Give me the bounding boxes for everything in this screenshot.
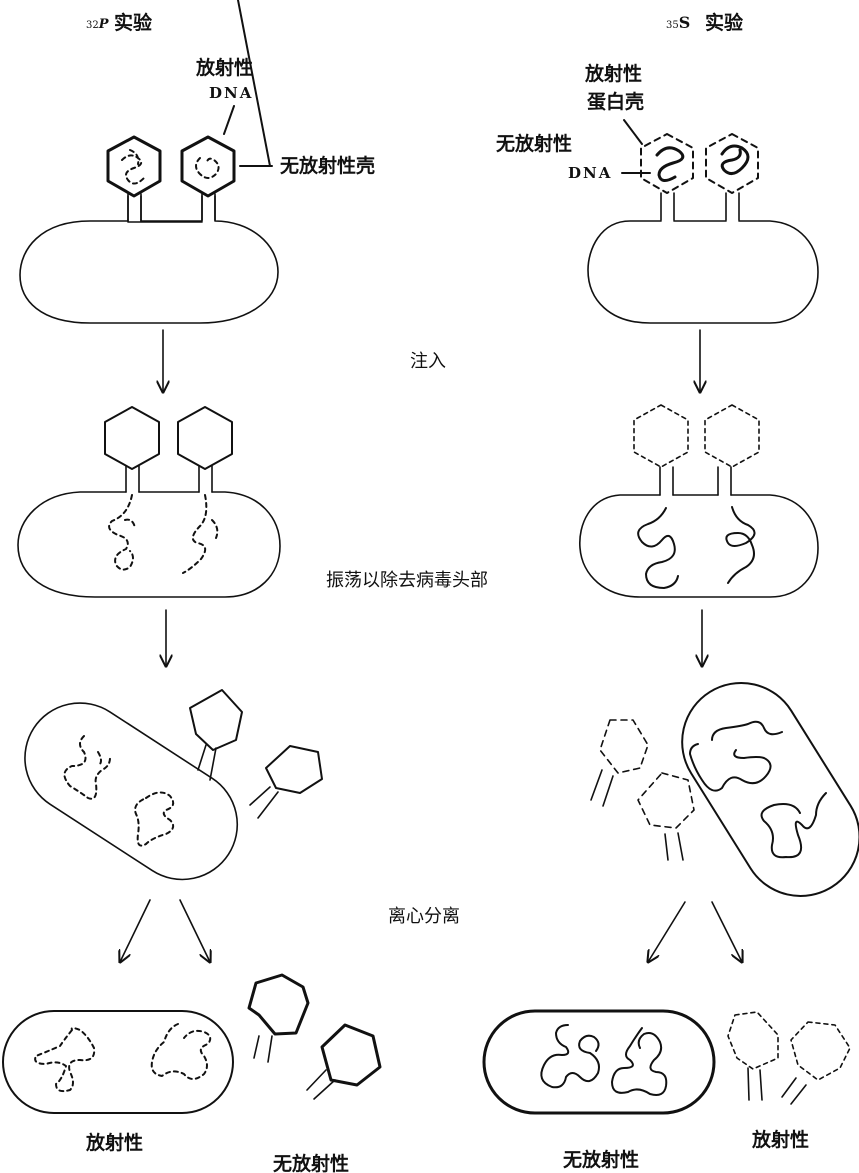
radioactive-dna-in-cell — [34, 1027, 96, 1093]
result-left-phages-label: 无放射性 — [273, 1152, 349, 1173]
phage-head — [106, 135, 162, 198]
arrow-left-cells — [120, 899, 151, 962]
result-right-phages-label: 放射性 — [751, 1128, 809, 1151]
phage-tail — [127, 193, 142, 221]
result-right-cells-label: 无放射性 — [563, 1148, 639, 1171]
phage-radioactive-dna-2 — [180, 135, 236, 221]
bacterium-cell — [17, 491, 281, 598]
injected-dna — [637, 507, 679, 589]
leader-line-shell — [237, 0, 271, 167]
phage-tail — [725, 192, 740, 221]
right-experiment-title: 35S 实验 — [666, 11, 744, 34]
phage-radioactive-protein-2 — [705, 133, 759, 221]
right-title-isotope: 35 — [666, 20, 679, 31]
tilted-bacterium-cell — [24, 702, 239, 881]
left-step1-attached-phages: 放射性 DNA 无放射性壳 — [19, 0, 375, 324]
label-nonradioactive-dna-line1: 无放射性 — [496, 132, 572, 155]
phage-tail — [201, 193, 216, 221]
tilted-bacterium-cell — [681, 681, 859, 897]
right-title-element: S — [679, 13, 691, 32]
empty-phage-head-dashed — [704, 404, 760, 468]
step-label-centrifuge: 离心分离 — [388, 906, 460, 927]
empty-phage-head — [104, 406, 160, 470]
injected-dna — [725, 506, 756, 584]
label-nonradioactive-shell: 无放射性壳 — [280, 154, 375, 177]
right-step2-injection — [579, 404, 819, 598]
supernatant-phage-tail — [306, 1069, 336, 1100]
empty-phage-head — [177, 406, 233, 470]
right-step1-attached-phages: 放射性 蛋白壳 无放射性 DNA — [496, 62, 819, 324]
detached-radioactive-shell — [599, 719, 649, 774]
pellet-bacterium-cell — [482, 1009, 716, 1115]
label-radioactive-protein-line2: 蛋白壳 — [587, 90, 644, 113]
left-step3-shaken — [24, 689, 323, 881]
tail-join — [128, 220, 215, 222]
left-experiment-title: 32P 实验 — [86, 11, 153, 34]
dna-in-cell — [760, 792, 827, 859]
phage-head — [180, 135, 236, 198]
empty-phage-head-dashed — [633, 404, 689, 468]
leader-line-protein — [623, 119, 643, 145]
arrow-right-phages — [711, 901, 742, 962]
svg-text:35S: 35S — [666, 13, 690, 32]
phage-tails — [659, 466, 732, 496]
dna-in-cell — [689, 720, 783, 792]
phage-tail — [660, 192, 675, 221]
arrow-left-phages — [179, 899, 210, 962]
radioactive-dna-strand — [195, 157, 220, 179]
supernatant-phage-tail — [253, 1035, 273, 1063]
pellet-bacterium-cell — [2, 1010, 234, 1114]
label-radioactive-dna-line1: 放射性 — [195, 56, 253, 79]
phage-radioactive-dna-1 — [106, 135, 162, 221]
arrow-right-cells — [648, 901, 686, 962]
dna-in-cell — [540, 1024, 600, 1089]
nonradioactive-dna-strand — [655, 146, 685, 182]
label-nonradioactive-dna-line2: DNA — [568, 164, 612, 182]
detached-phage-tail — [197, 744, 217, 781]
detached-empty-phage-head — [189, 689, 243, 751]
phage-head-dashed — [705, 133, 759, 194]
bacterium-cell — [587, 220, 819, 324]
supernatant-phage-head — [320, 1023, 382, 1087]
left-title-isotope: 32 — [86, 20, 99, 31]
detached-phage-tail — [664, 832, 684, 861]
right-step3-shaken — [590, 681, 859, 897]
left-result: 放射性 无放射性 — [2, 973, 382, 1173]
detached-phage-tail — [590, 769, 614, 807]
result-left-cells-label: 放射性 — [85, 1131, 143, 1154]
radioactive-dna-strand — [121, 149, 145, 185]
radioactive-shell-in-supernatant — [727, 1011, 779, 1070]
step-label-shake: 振荡以除去病毒头部 — [326, 570, 488, 591]
phage-tails — [125, 465, 213, 493]
svg-text:32P: 32P — [86, 17, 110, 32]
bacterium-cell — [579, 494, 819, 598]
phage-head-dashed — [640, 133, 694, 194]
right-result: 无放射性 放射性 — [482, 1009, 851, 1171]
right-title-text: 实验 — [705, 11, 744, 34]
radioactive-dna-in-cell — [150, 1023, 212, 1080]
left-title-element: P — [98, 17, 110, 32]
nonradioactive-dna-strand — [720, 144, 750, 175]
detached-radioactive-shell — [637, 772, 695, 829]
label-radioactive-dna-line2: DNA — [209, 84, 253, 102]
step-label-inject: 注入 — [410, 351, 446, 372]
supernatant-phage-head — [247, 973, 310, 1036]
supernatant-phage-tail — [747, 1067, 763, 1101]
dna-in-cell — [611, 1027, 668, 1096]
detached-empty-phage-head — [265, 745, 323, 794]
left-step2-injection — [17, 406, 281, 598]
leader-line-dna — [223, 105, 235, 135]
injected-radioactive-dna — [182, 494, 219, 574]
radioactive-shell-in-supernatant — [790, 1021, 851, 1081]
radioactive-dna-in-cell — [63, 735, 111, 800]
injected-radioactive-dna — [108, 494, 136, 571]
supernatant-phage-tail — [781, 1077, 807, 1105]
phage-radioactive-protein-1 — [640, 133, 694, 221]
radioactive-dna-in-cell — [134, 791, 175, 847]
left-title-text: 实验 — [114, 11, 153, 34]
bacterium-cell — [19, 195, 279, 324]
label-radioactive-protein-line1: 放射性 — [584, 62, 642, 85]
detached-phage-tail — [249, 786, 279, 819]
